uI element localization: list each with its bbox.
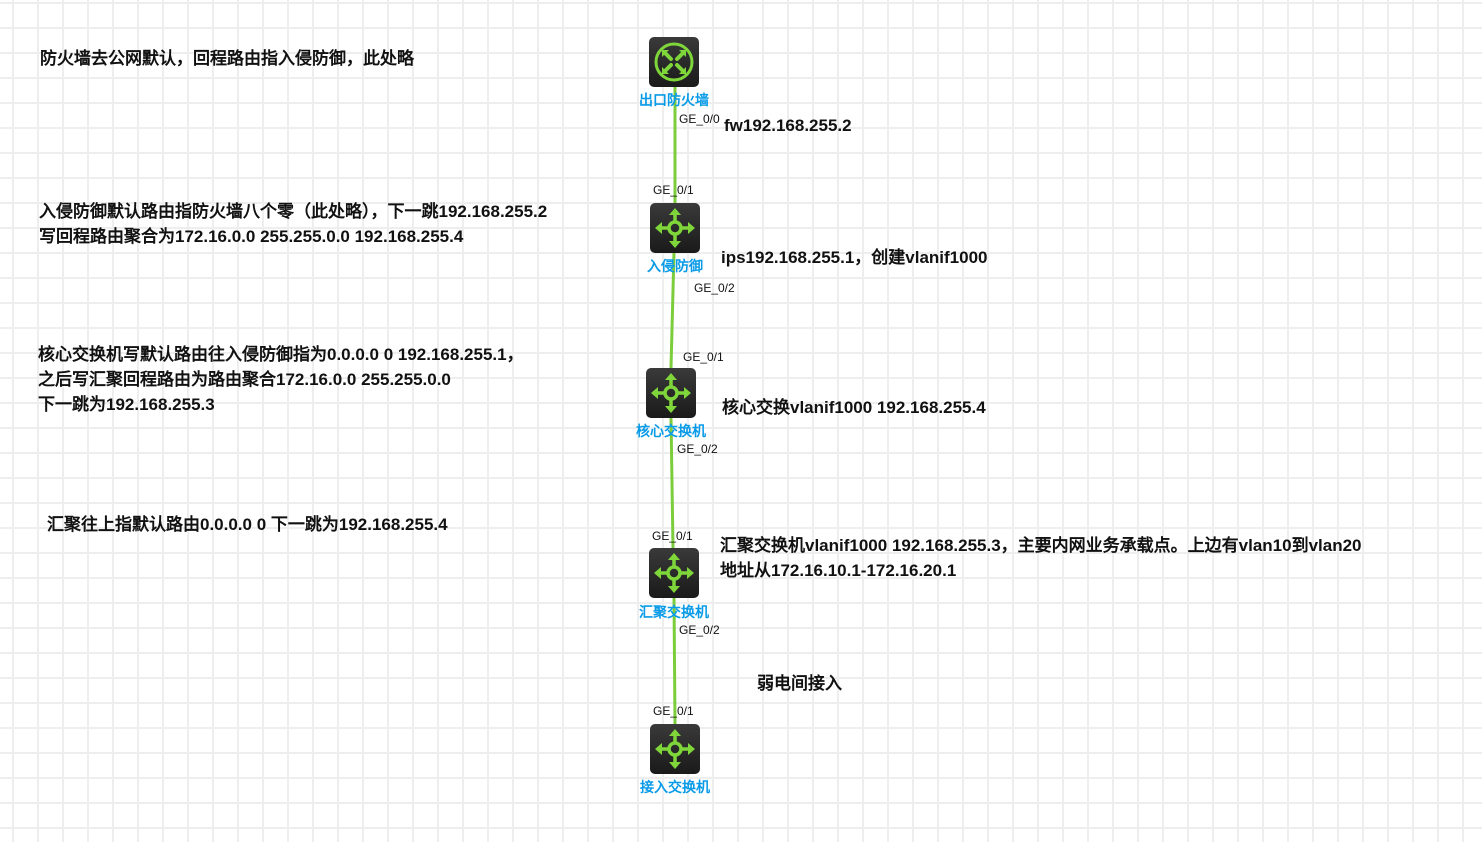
switch-icon bbox=[651, 373, 691, 413]
port-label: GE_0/0 bbox=[679, 112, 720, 126]
port-label: GE_0/1 bbox=[653, 704, 694, 718]
port-label: GE_0/2 bbox=[679, 623, 720, 637]
note-ips-route-2: 写回程路由聚合为172.16.0.0 255.255.0.0 192.168.2… bbox=[39, 227, 464, 246]
device-label: 接入交换机 bbox=[640, 779, 710, 795]
note-firewall-route: 防火墙去公网默认，回程路由指入侵防御，此处略 bbox=[40, 49, 414, 68]
link-ips-core[interactable] bbox=[669, 251, 676, 369]
note-agg-ip-1: 汇聚交换机vlanif1000 192.168.255.3，主要内网业务承载点。… bbox=[720, 536, 1362, 555]
aggregation-switch-device[interactable] bbox=[649, 548, 699, 598]
port-label: GE_0/2 bbox=[677, 442, 718, 456]
note-access: 弱电间接入 bbox=[757, 674, 842, 693]
ips-device[interactable] bbox=[650, 203, 700, 253]
note-ips-ip: ips192.168.255.1，创建vlanif1000 bbox=[721, 248, 988, 267]
firewall-icon bbox=[654, 42, 694, 82]
note-core-ip: 核心交换vlanif1000 192.168.255.4 bbox=[722, 398, 986, 417]
note-ips-route-1: 入侵防御默认路由指防火墙八个零（此处略），下一跳192.168.255.2 bbox=[39, 202, 548, 221]
access-switch-device[interactable] bbox=[650, 724, 700, 774]
switch-icon bbox=[655, 208, 695, 248]
note-core-route-3: 下一跳为192.168.255.3 bbox=[38, 395, 215, 414]
port-label: GE_0/1 bbox=[683, 350, 724, 364]
device-label: 汇聚交换机 bbox=[639, 604, 709, 620]
port-label: GE_0/1 bbox=[653, 183, 694, 197]
port-label: GE_0/1 bbox=[652, 529, 693, 543]
device-label: 入侵防御 bbox=[647, 258, 703, 274]
switch-icon bbox=[654, 553, 694, 593]
link-core-agg[interactable] bbox=[669, 417, 675, 549]
device-label: 核心交换机 bbox=[636, 423, 706, 439]
switch-icon bbox=[655, 729, 695, 769]
link-agg-acc[interactable] bbox=[672, 597, 677, 725]
port-label: GE_0/2 bbox=[694, 281, 735, 295]
note-agg-ip-2: 地址从172.16.10.1-172.16.20.1 bbox=[720, 561, 957, 580]
note-firewall-ip: fw192.168.255.2 bbox=[724, 116, 852, 135]
device-label: 出口防火墙 bbox=[639, 92, 709, 108]
firewall-device[interactable] bbox=[649, 37, 699, 87]
core-switch-device[interactable] bbox=[646, 368, 696, 418]
note-core-route-2: 之后写汇聚回程路由为路由聚合172.16.0.0 255.255.0.0 bbox=[38, 370, 451, 389]
note-agg-route: 汇聚往上指默认路由0.0.0.0 0 下一跳为192.168.255.4 bbox=[47, 515, 448, 534]
note-core-route-1: 核心交换机写默认路由往入侵防御指为0.0.0.0 0 192.168.255.1… bbox=[38, 345, 524, 364]
